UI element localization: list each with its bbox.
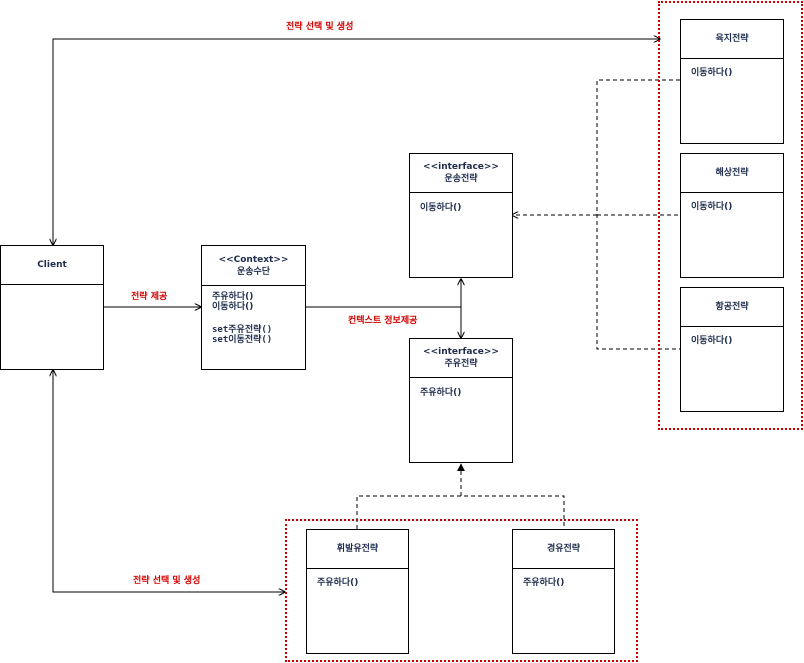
bottom-select-arrow xyxy=(53,370,285,592)
sea-strategy-method: 이동하다() xyxy=(691,202,733,212)
land-strategy-header: 육지전략 xyxy=(681,20,783,59)
land-strategy-title: 육지전략 xyxy=(715,34,749,44)
context-methods: 주유하다() 이동하다() xyxy=(212,292,301,312)
land-strategy-class: 육지전략 이동하다() xyxy=(680,19,784,144)
context-stereotype: <<Context>> xyxy=(218,254,289,265)
fuel-interface-title: 주유전략 xyxy=(444,359,478,369)
gasoline-strategy-header: 휘발유전략 xyxy=(307,530,408,569)
fuel-interface-method: 주유하다() xyxy=(420,388,462,398)
fuel-interface-header: <<interface>> 주유전략 xyxy=(410,339,512,378)
air-strategy-method: 이동하다() xyxy=(691,336,733,346)
move-interface-header: <<interface>> 운송전략 xyxy=(410,154,512,193)
context-title: 운송수단 xyxy=(236,266,271,277)
move-interface-method: 이동하다() xyxy=(420,203,462,213)
context-method: 이동하다() xyxy=(212,302,254,312)
air-strategy-title: 항공전략 xyxy=(715,302,749,312)
land-strategy-method: 이동하다() xyxy=(691,68,733,78)
context-info-label: 컨텍스트 정보제공 xyxy=(348,316,418,326)
move-interface-class: <<interface>> 운송전략 이동하다() xyxy=(409,153,513,278)
diesel-strategy-method: 주유하다() xyxy=(523,578,565,588)
client-header: Client xyxy=(1,246,103,285)
sea-strategy-header: 해상전략 xyxy=(681,154,783,193)
client-class: Client xyxy=(0,245,104,370)
context-setters: set주유전략() set이동전략() xyxy=(212,325,301,345)
context-method: 주유하다() xyxy=(212,292,254,302)
move-strategy-group xyxy=(658,1,803,430)
diesel-strategy-header: 경유전략 xyxy=(513,530,614,569)
bottom-arrow-label: 전략 선택 및 생성 xyxy=(133,576,201,586)
gasoline-strategy-title: 휘발유전략 xyxy=(336,544,379,554)
context-header: <<Context>> 운송수단 xyxy=(202,246,305,286)
move-interface-stereotype: <<interface>> xyxy=(423,162,499,172)
move-interface-title: 운송전략 xyxy=(444,174,478,184)
air-strategy-class: 항공전략 이동하다() xyxy=(680,287,784,412)
air-strategy-header: 항공전략 xyxy=(681,288,783,327)
sea-strategy-title: 해상전략 xyxy=(715,168,749,178)
sea-strategy-class: 해상전략 이동하다() xyxy=(680,153,784,278)
top-arrow-label: 전략 선택 및 생성 xyxy=(286,22,354,32)
top-select-arrow xyxy=(53,39,660,245)
fuel-interface-class: <<interface>> 주유전략 주유하다() xyxy=(409,338,513,463)
diesel-strategy-class: 경유전략 주유하다() xyxy=(512,529,615,654)
context-setter: set주유전략() xyxy=(212,325,273,335)
gasoline-strategy-method: 주유하다() xyxy=(317,578,359,588)
client-to-context-label: 전략 제공 xyxy=(131,292,168,302)
gasoline-strategy-class: 휘발유전략 주유하다() xyxy=(306,529,409,654)
fuel-strategy-group xyxy=(285,519,638,662)
client-title: Client xyxy=(37,260,67,270)
context-class: <<Context>> 운송수단 주유하다() 이동하다() set주유전략()… xyxy=(201,245,306,370)
fuel-interface-stereotype: <<interface>> xyxy=(423,347,499,357)
diesel-strategy-title: 경유전략 xyxy=(546,544,581,554)
context-setter: set이동전략() xyxy=(212,335,273,345)
